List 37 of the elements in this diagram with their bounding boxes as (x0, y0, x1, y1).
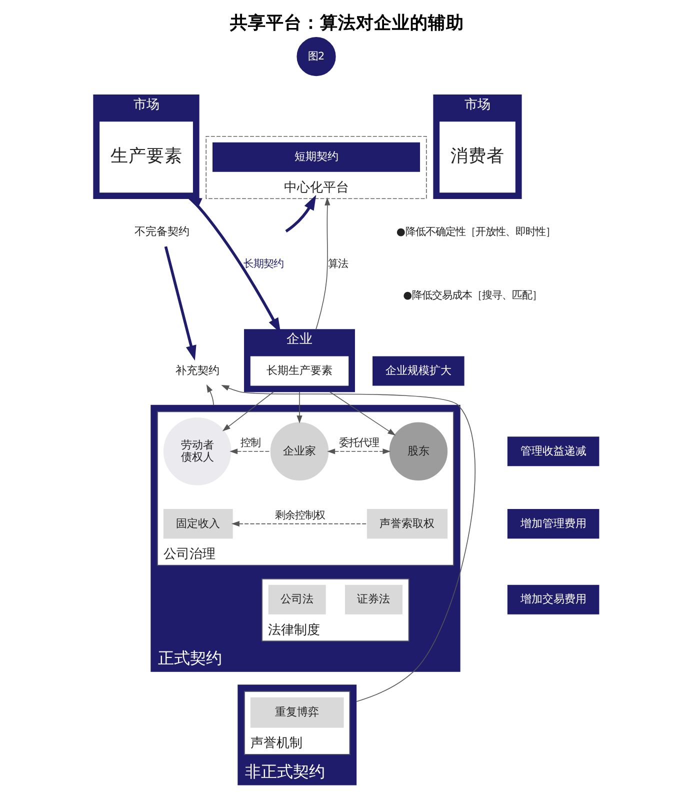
label: ●降低不确定性［开放性、即时性］ (396, 226, 555, 238)
edge-label: 算法 (327, 258, 348, 270)
node-box: 重复博弈 (250, 697, 344, 728)
node-box: 声誉索取权 (366, 509, 448, 539)
label: ●降低交易成本［搜寻、匹配］ (402, 290, 542, 302)
arrow (328, 391, 396, 436)
edge-label: 委托代理 (338, 437, 378, 450)
arrow (222, 391, 274, 432)
node-box: 固定收入 (162, 509, 232, 539)
node-box: 证券法 (344, 584, 402, 614)
node-box: 增加管理费用 (506, 509, 599, 539)
arrow (220, 384, 475, 702)
arrow (230, 521, 368, 527)
node-box: 生产要素 (99, 122, 192, 193)
node-circle: 股东 (388, 422, 448, 481)
node-circle: 图2 (296, 36, 336, 76)
arrow (164, 246, 196, 361)
diagram-title: 共享平台：算法对企业的辅助 (230, 13, 464, 34)
node-box: 管理收益递减 (506, 436, 599, 466)
edge-label: 长期契约 (243, 258, 284, 270)
arrow (315, 197, 330, 330)
node-circle: 企业家 (270, 422, 328, 481)
node-box: 短期契约 (212, 142, 420, 172)
arrow (326, 448, 390, 454)
node-text: 不完备契约 (134, 225, 190, 238)
node-box: 增加交易费用 (506, 584, 599, 614)
arrow (296, 391, 302, 424)
node-box: 公司法 (268, 584, 326, 614)
arrow (284, 194, 316, 232)
edge-label: 剩余控制权 (274, 510, 324, 522)
node-box: 长期生产要素 (250, 356, 348, 386)
node-box: 企业规模扩大 (372, 356, 464, 386)
node-box: 消费者 (439, 122, 515, 193)
edge-label: 控制 (240, 437, 260, 450)
node-text: 补充契约 (174, 364, 219, 377)
arrow (206, 384, 214, 406)
arrow (229, 448, 270, 454)
